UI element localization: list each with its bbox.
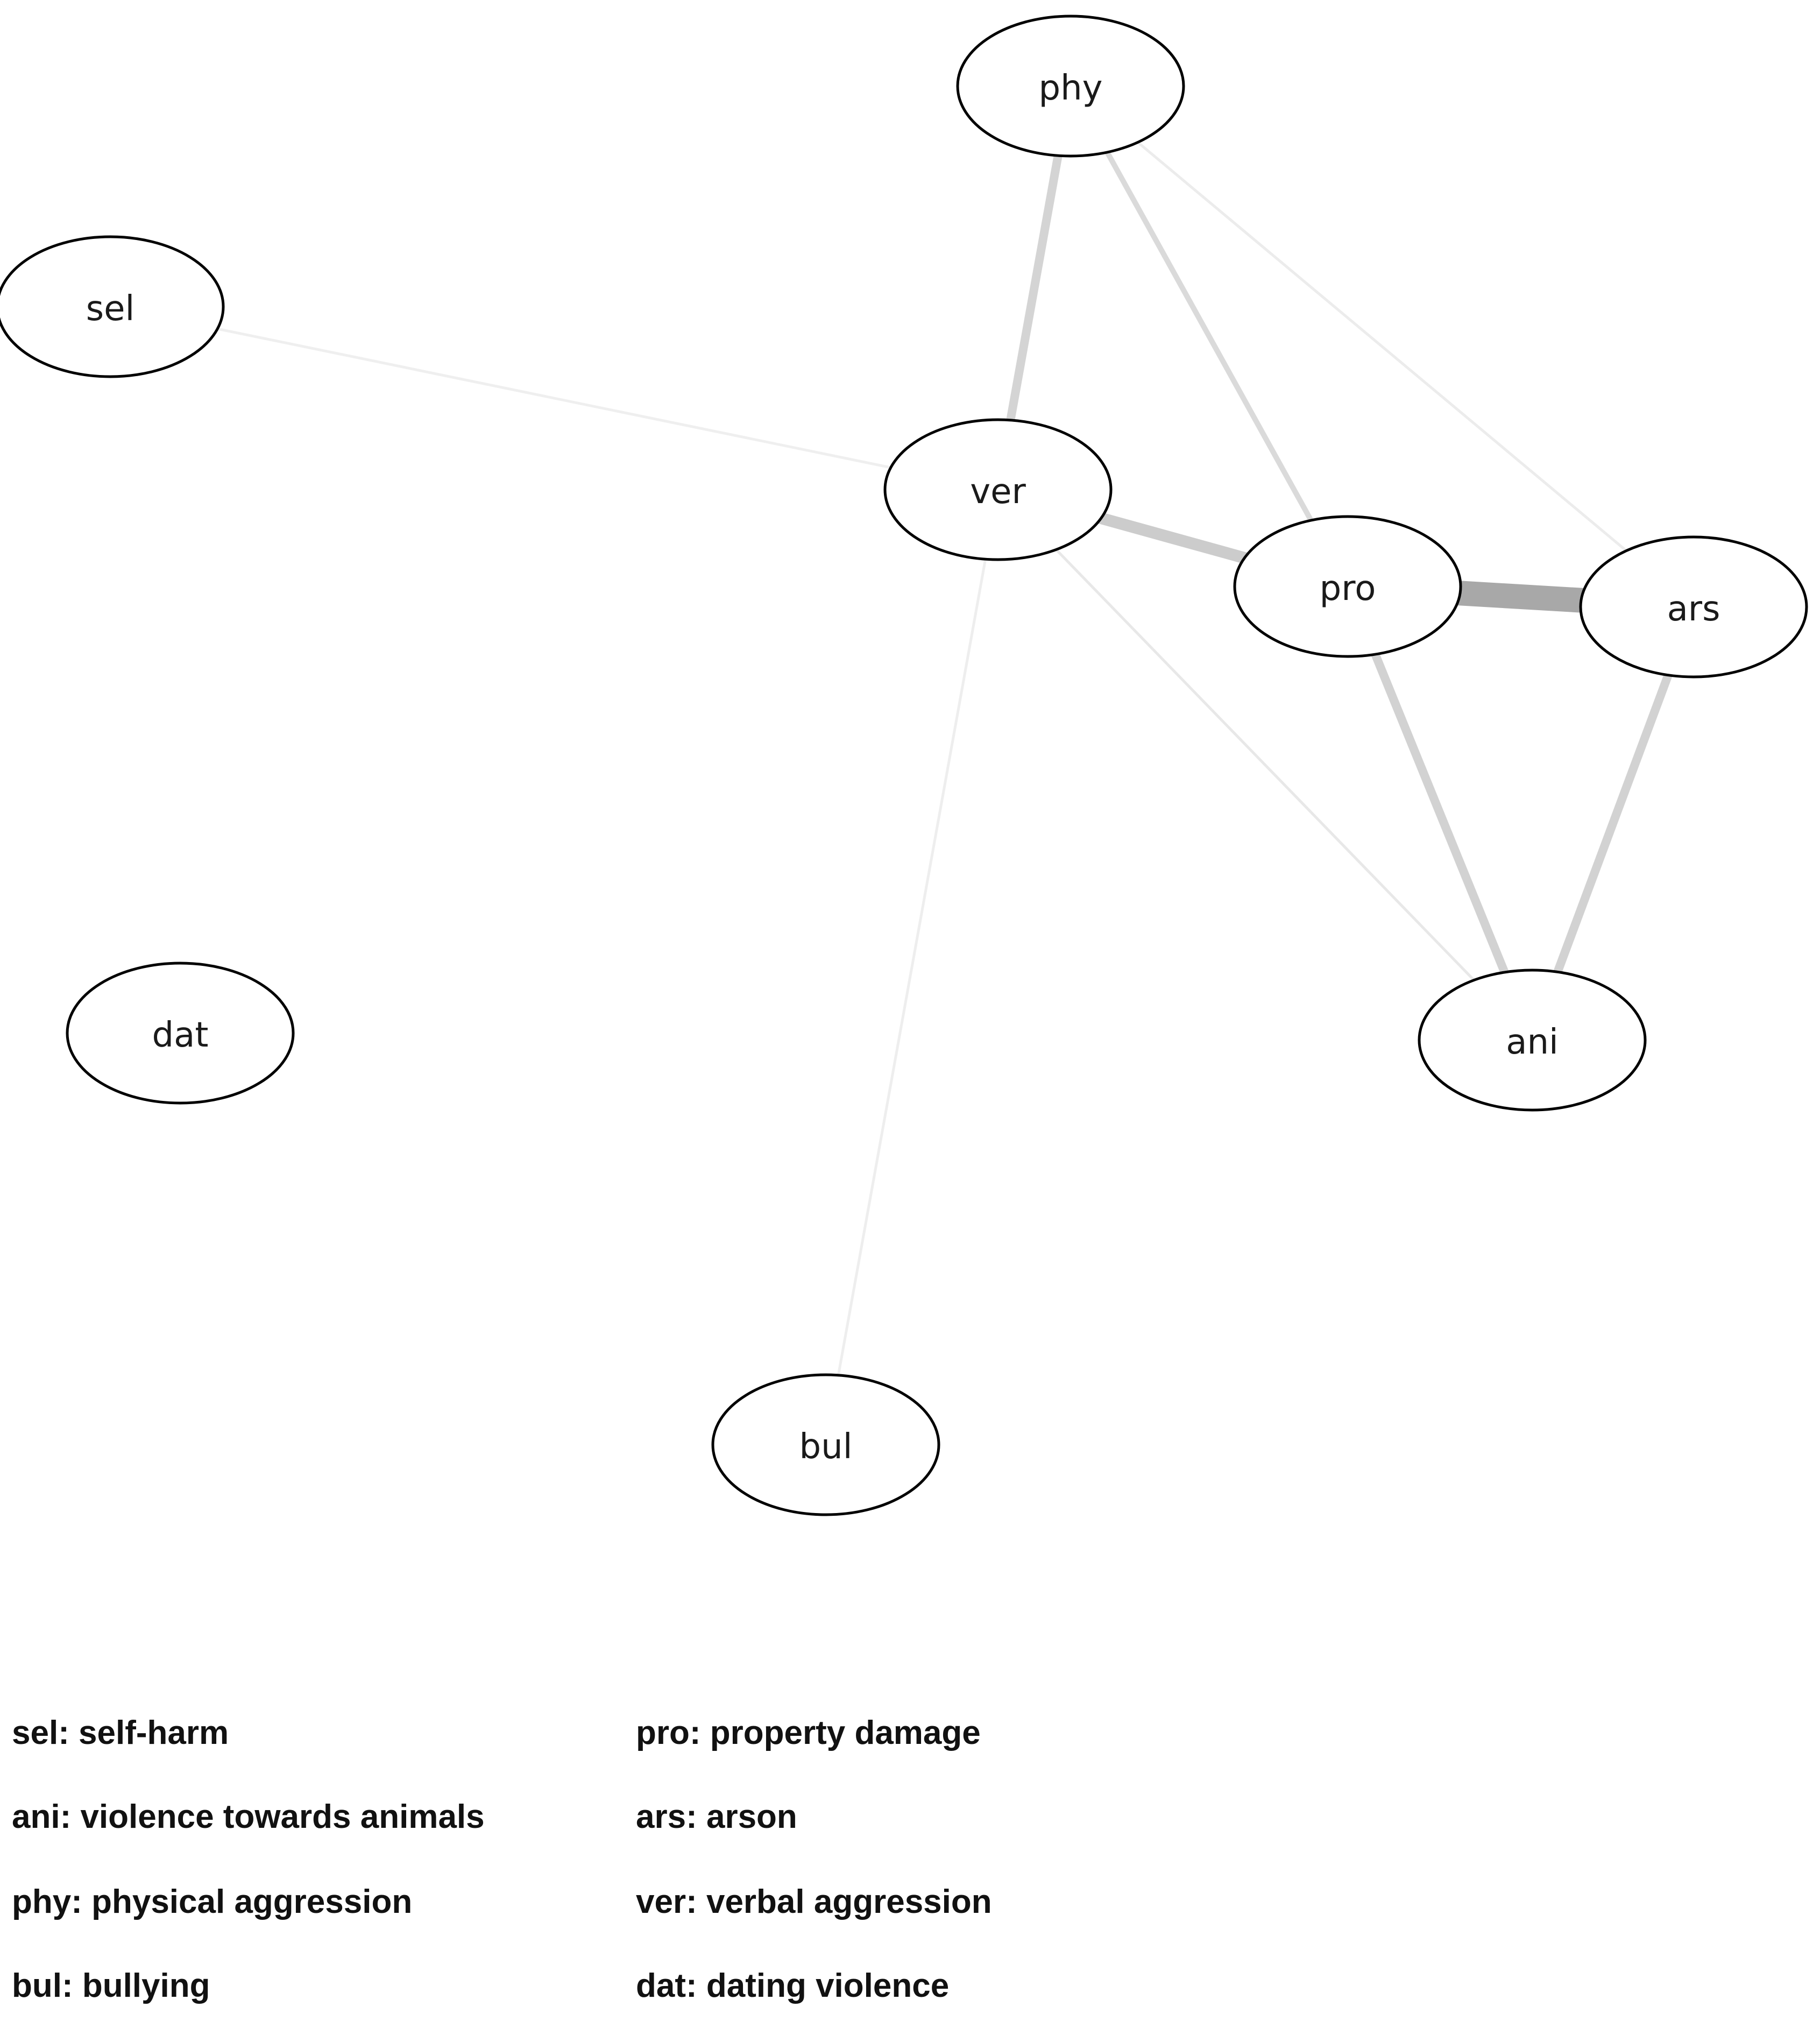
edge-ver-bul (824, 489, 1000, 1445)
node-ellipse-phy (956, 15, 1185, 158)
edge-ver-ani (997, 489, 1533, 1041)
node-sel: sel (0, 235, 225, 378)
legend-item-bul: bul: bullying (12, 1967, 210, 2004)
legend-item-ani: ani: violence towards animals (12, 1798, 485, 1835)
node-layer: phy sel ver pro ars ani dat bul (0, 15, 1808, 1516)
node-bul: bul (711, 1373, 940, 1516)
node-ver: ver (883, 418, 1113, 561)
legend-item-phy: phy: physical aggression (12, 1883, 413, 1920)
network-diagram: phy sel ver pro ars ani dat bul (0, 15, 1808, 1516)
node-label-pro: pro (1320, 569, 1376, 609)
edge-ars-ani (1528, 605, 1698, 1042)
edge-pro-ani (1343, 584, 1536, 1042)
node-label-bul: bul (799, 1427, 853, 1467)
node-label-sel: sel (86, 289, 135, 329)
node-ani: ani (1418, 969, 1647, 1112)
node-label-ver: ver (970, 472, 1026, 512)
node-label-phy: phy (1038, 68, 1102, 108)
node-ellipse-ars (1579, 535, 1808, 679)
edge-sel-ver (110, 305, 998, 491)
node-ellipse-sel (0, 235, 225, 378)
node-ellipse-bul (711, 1373, 940, 1516)
legend-item-ars: ars: arson (636, 1798, 797, 1835)
legend: sel: self-harm pro: property damage ani:… (12, 1716, 1034, 2018)
edge-phy-pro (1068, 84, 1350, 588)
node-ars: ars (1579, 535, 1808, 679)
edge-layer (110, 84, 1698, 1445)
node-ellipse-pro (1233, 515, 1462, 658)
legend-item-ver: ver: verbal aggression (636, 1883, 992, 1920)
node-phy: phy (956, 15, 1185, 158)
node-label-ani: ani (1506, 1022, 1559, 1062)
edge-phy-ars (1070, 85, 1695, 608)
node-pro: pro (1233, 515, 1462, 658)
node-label-dat: dat (152, 1015, 209, 1055)
legend-item-dat: dat: dating violence (636, 1967, 950, 2004)
node-ellipse-dat (66, 962, 295, 1105)
node-label-ars: ars (1667, 589, 1720, 629)
legend-item-pro: pro: property damage (636, 1714, 981, 1751)
node-dat: dat (66, 962, 295, 1105)
node-ellipse-ver (883, 418, 1113, 561)
node-ellipse-ani (1418, 969, 1647, 1112)
legend-item-sel: sel: self-harm (12, 1714, 229, 1751)
